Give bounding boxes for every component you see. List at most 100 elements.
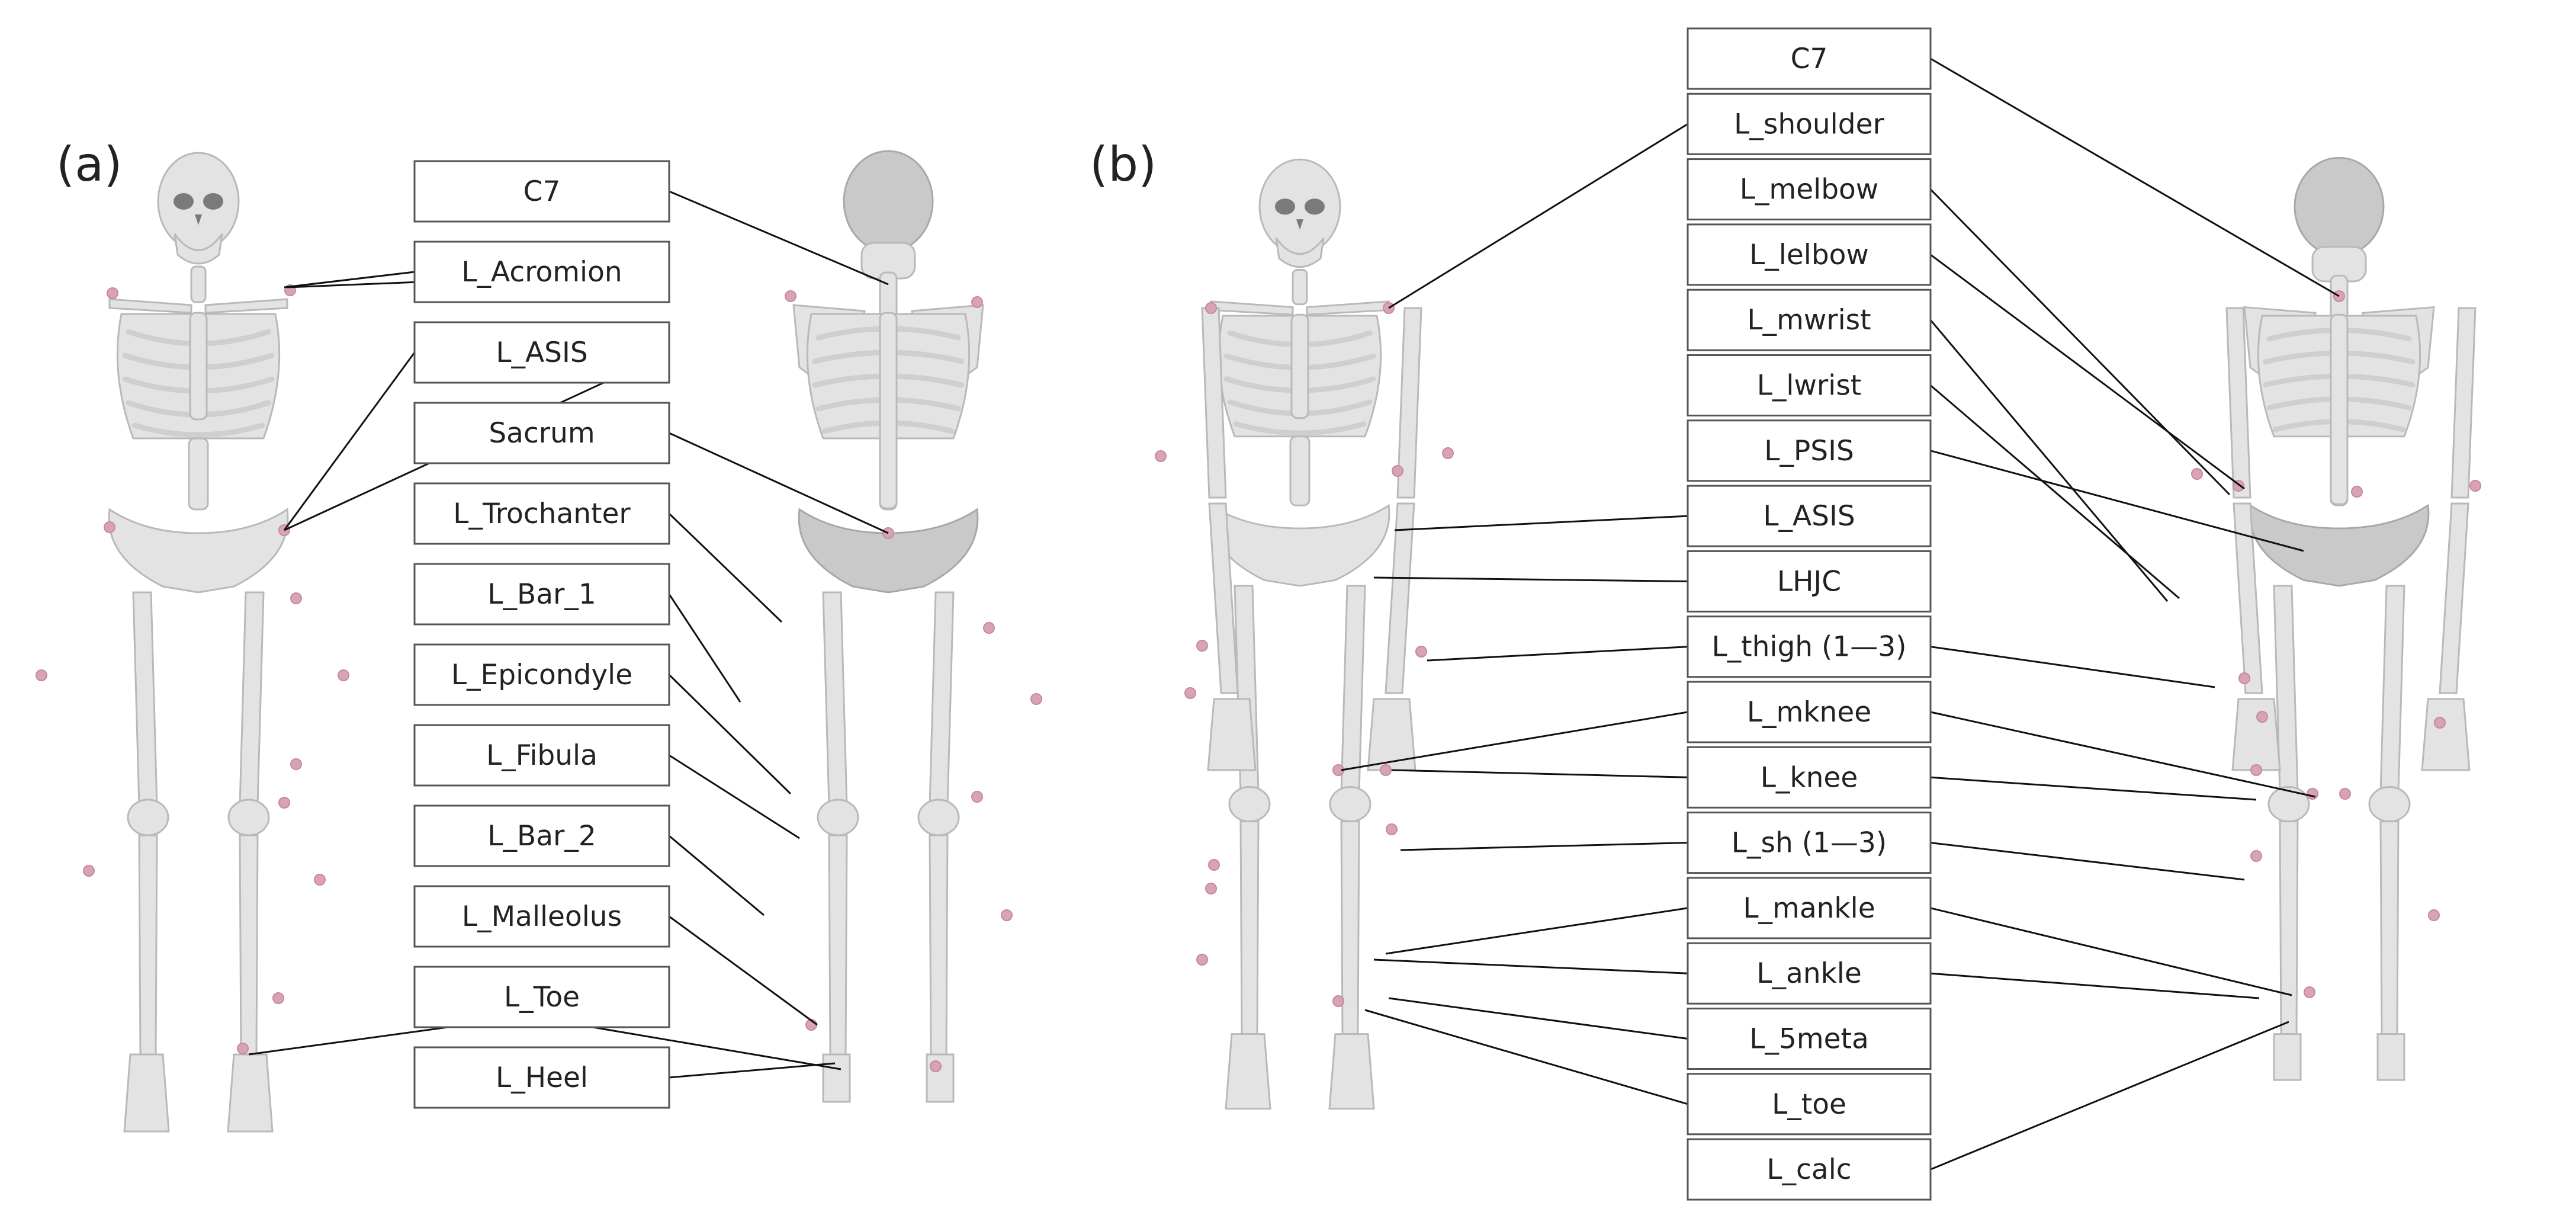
label-box-l-heel xyxy=(413,1046,670,1109)
leader-line-sacrum xyxy=(669,432,889,534)
marker-dots-a xyxy=(36,284,1042,1072)
leader-line-l-thigh-1-3-secondary xyxy=(1930,646,2215,688)
label-box-l-lwrist xyxy=(1687,354,1932,416)
leader-line-l-bar-2 xyxy=(669,835,765,916)
label-box-l-asis xyxy=(1687,485,1932,547)
marker-dot xyxy=(278,797,290,809)
marker-label-l-mwrist: L_mwrist xyxy=(1747,304,1871,336)
leader-line-l-epicondyle xyxy=(668,674,792,795)
marker-dot xyxy=(1392,465,1403,477)
marker-label-l-malleolus: L_Malleolus xyxy=(462,900,622,933)
marker-dot xyxy=(971,296,983,308)
marker-label-l-lwrist: L_lwrist xyxy=(1757,370,1861,402)
marker-label-l-bar-1: L_Bar_1 xyxy=(487,578,596,611)
marker-label-l-mknee: L_mknee xyxy=(1747,696,1871,729)
leader-line-l-acromion xyxy=(284,271,415,288)
marker-dot xyxy=(1442,447,1454,459)
marker-dot xyxy=(971,791,983,803)
marker-dot xyxy=(930,1060,942,1072)
leader-line-l-mankle xyxy=(1385,907,1688,955)
skeleton-front-view-b xyxy=(1201,159,1422,1108)
label-box-l-trochanter xyxy=(413,482,670,545)
label-box-l-acromion xyxy=(413,241,670,303)
label-box-l-mwrist xyxy=(1687,288,1932,351)
panel-label-a: (a) xyxy=(56,137,122,192)
marker-dot xyxy=(237,1043,249,1054)
label-box-l-sh-1-3 xyxy=(1687,812,1932,874)
label-box-sacrum xyxy=(413,402,670,464)
marker-dot xyxy=(2469,480,2481,492)
marker-dot xyxy=(314,874,326,886)
marker-dot xyxy=(2339,788,2351,800)
marker-label-l-epicondyle: L_Epicondyle xyxy=(451,659,632,691)
label-box-l-toe xyxy=(1687,1073,1932,1136)
leader-line-l-psis xyxy=(1930,450,2304,552)
marker-dot xyxy=(2304,986,2315,998)
marker-label-sacrum: Sacrum xyxy=(489,417,595,450)
marker-label-l-ankle: L_ankle xyxy=(1756,957,1861,990)
marker-label-c7: C7 xyxy=(1791,43,1828,75)
marker-dot xyxy=(2256,711,2268,723)
marker-dot xyxy=(2434,717,2446,729)
label-box-l-shoulder xyxy=(1687,92,1932,155)
marker-label-l-melbow: L_melbow xyxy=(1740,174,1878,206)
marker-label-l-calc: L_calc xyxy=(1766,1153,1851,1186)
marker-dot xyxy=(2250,850,2262,862)
label-box-l-thigh-1-3 xyxy=(1687,615,1932,678)
marker-dot xyxy=(338,669,349,681)
marker-label-l-lelbow: L_lelbow xyxy=(1749,239,1869,271)
marker-dot xyxy=(2238,672,2250,684)
marker-label-l-psis: L_PSIS xyxy=(1764,435,1854,467)
skeleton-back-view-b xyxy=(2225,158,2477,1080)
marker-dot xyxy=(2428,909,2440,921)
marker-dot xyxy=(1208,859,1220,871)
label-box-l-asis xyxy=(413,321,670,384)
marker-dot xyxy=(290,592,302,604)
leader-line-l-asis xyxy=(1394,515,1688,531)
label-box-l-mknee xyxy=(1687,681,1932,743)
marker-dot xyxy=(785,290,796,302)
marker-labels-b: C7L_shoulderL_melbowL_lelbowL_mwristL_lw… xyxy=(1687,27,1932,1201)
marker-label-l-heel: L_Heel xyxy=(496,1062,588,1094)
marker-label-l-5meta: L_5meta xyxy=(1749,1023,1869,1056)
label-box-l-fibula xyxy=(413,724,670,787)
leader-line-l-bar-1 xyxy=(668,594,741,703)
leader-line-l-knee xyxy=(1391,769,1688,778)
label-box-l-epicondyle xyxy=(413,643,670,706)
marker-dot xyxy=(1380,764,1392,776)
marker-dot xyxy=(1332,995,1344,1007)
marker-dot xyxy=(1030,693,1042,705)
leader-line-l-malleolus xyxy=(669,915,818,1026)
leader-line-l-sh-1-3-secondary xyxy=(1930,842,2245,881)
leader-line-l-5meta xyxy=(1388,997,1688,1040)
marker-dot xyxy=(1196,640,1208,652)
panel-a: (a) C7L_AcromionL_ASISSacrumL_Trochanter… xyxy=(36,137,1042,1131)
marker-label-l-trochanter: L_Trochanter xyxy=(453,498,631,530)
label-box-l-bar-2 xyxy=(413,804,670,867)
label-box-l-melbow xyxy=(1687,158,1932,221)
marker-label-l-asis: L_ASIS xyxy=(1763,500,1855,533)
marker-label-l-fibula: L_Fibula xyxy=(486,739,598,772)
leader-line-l-knee-secondary xyxy=(1930,776,2257,801)
marker-dot xyxy=(83,865,95,877)
marker-dot xyxy=(107,287,118,299)
marker-label-l-asis: L_ASIS xyxy=(496,336,587,369)
leader-line-l-toe xyxy=(1364,1009,1688,1105)
label-box-l-knee xyxy=(1687,746,1932,809)
marker-dot xyxy=(1205,883,1217,894)
marker-dot xyxy=(2351,486,2363,498)
label-box-l-malleolus xyxy=(413,885,670,948)
marker-label-l-bar-2: L_Bar_2 xyxy=(487,820,596,852)
label-box-l-lelbow xyxy=(1687,223,1932,286)
leader-line-l-trochanter xyxy=(668,512,783,623)
label-box-l-psis xyxy=(1687,419,1932,482)
marker-dot xyxy=(2307,788,2318,800)
leader-line-l-lelbow xyxy=(1930,254,2245,490)
marker-dot xyxy=(1155,450,1167,462)
leader-line-l-sh-1-3 xyxy=(1400,842,1688,851)
marker-dot xyxy=(272,992,284,1004)
leader-line-l-melbow xyxy=(1929,188,2231,496)
marker-dot xyxy=(983,622,995,634)
label-box-l-toe xyxy=(413,966,670,1028)
